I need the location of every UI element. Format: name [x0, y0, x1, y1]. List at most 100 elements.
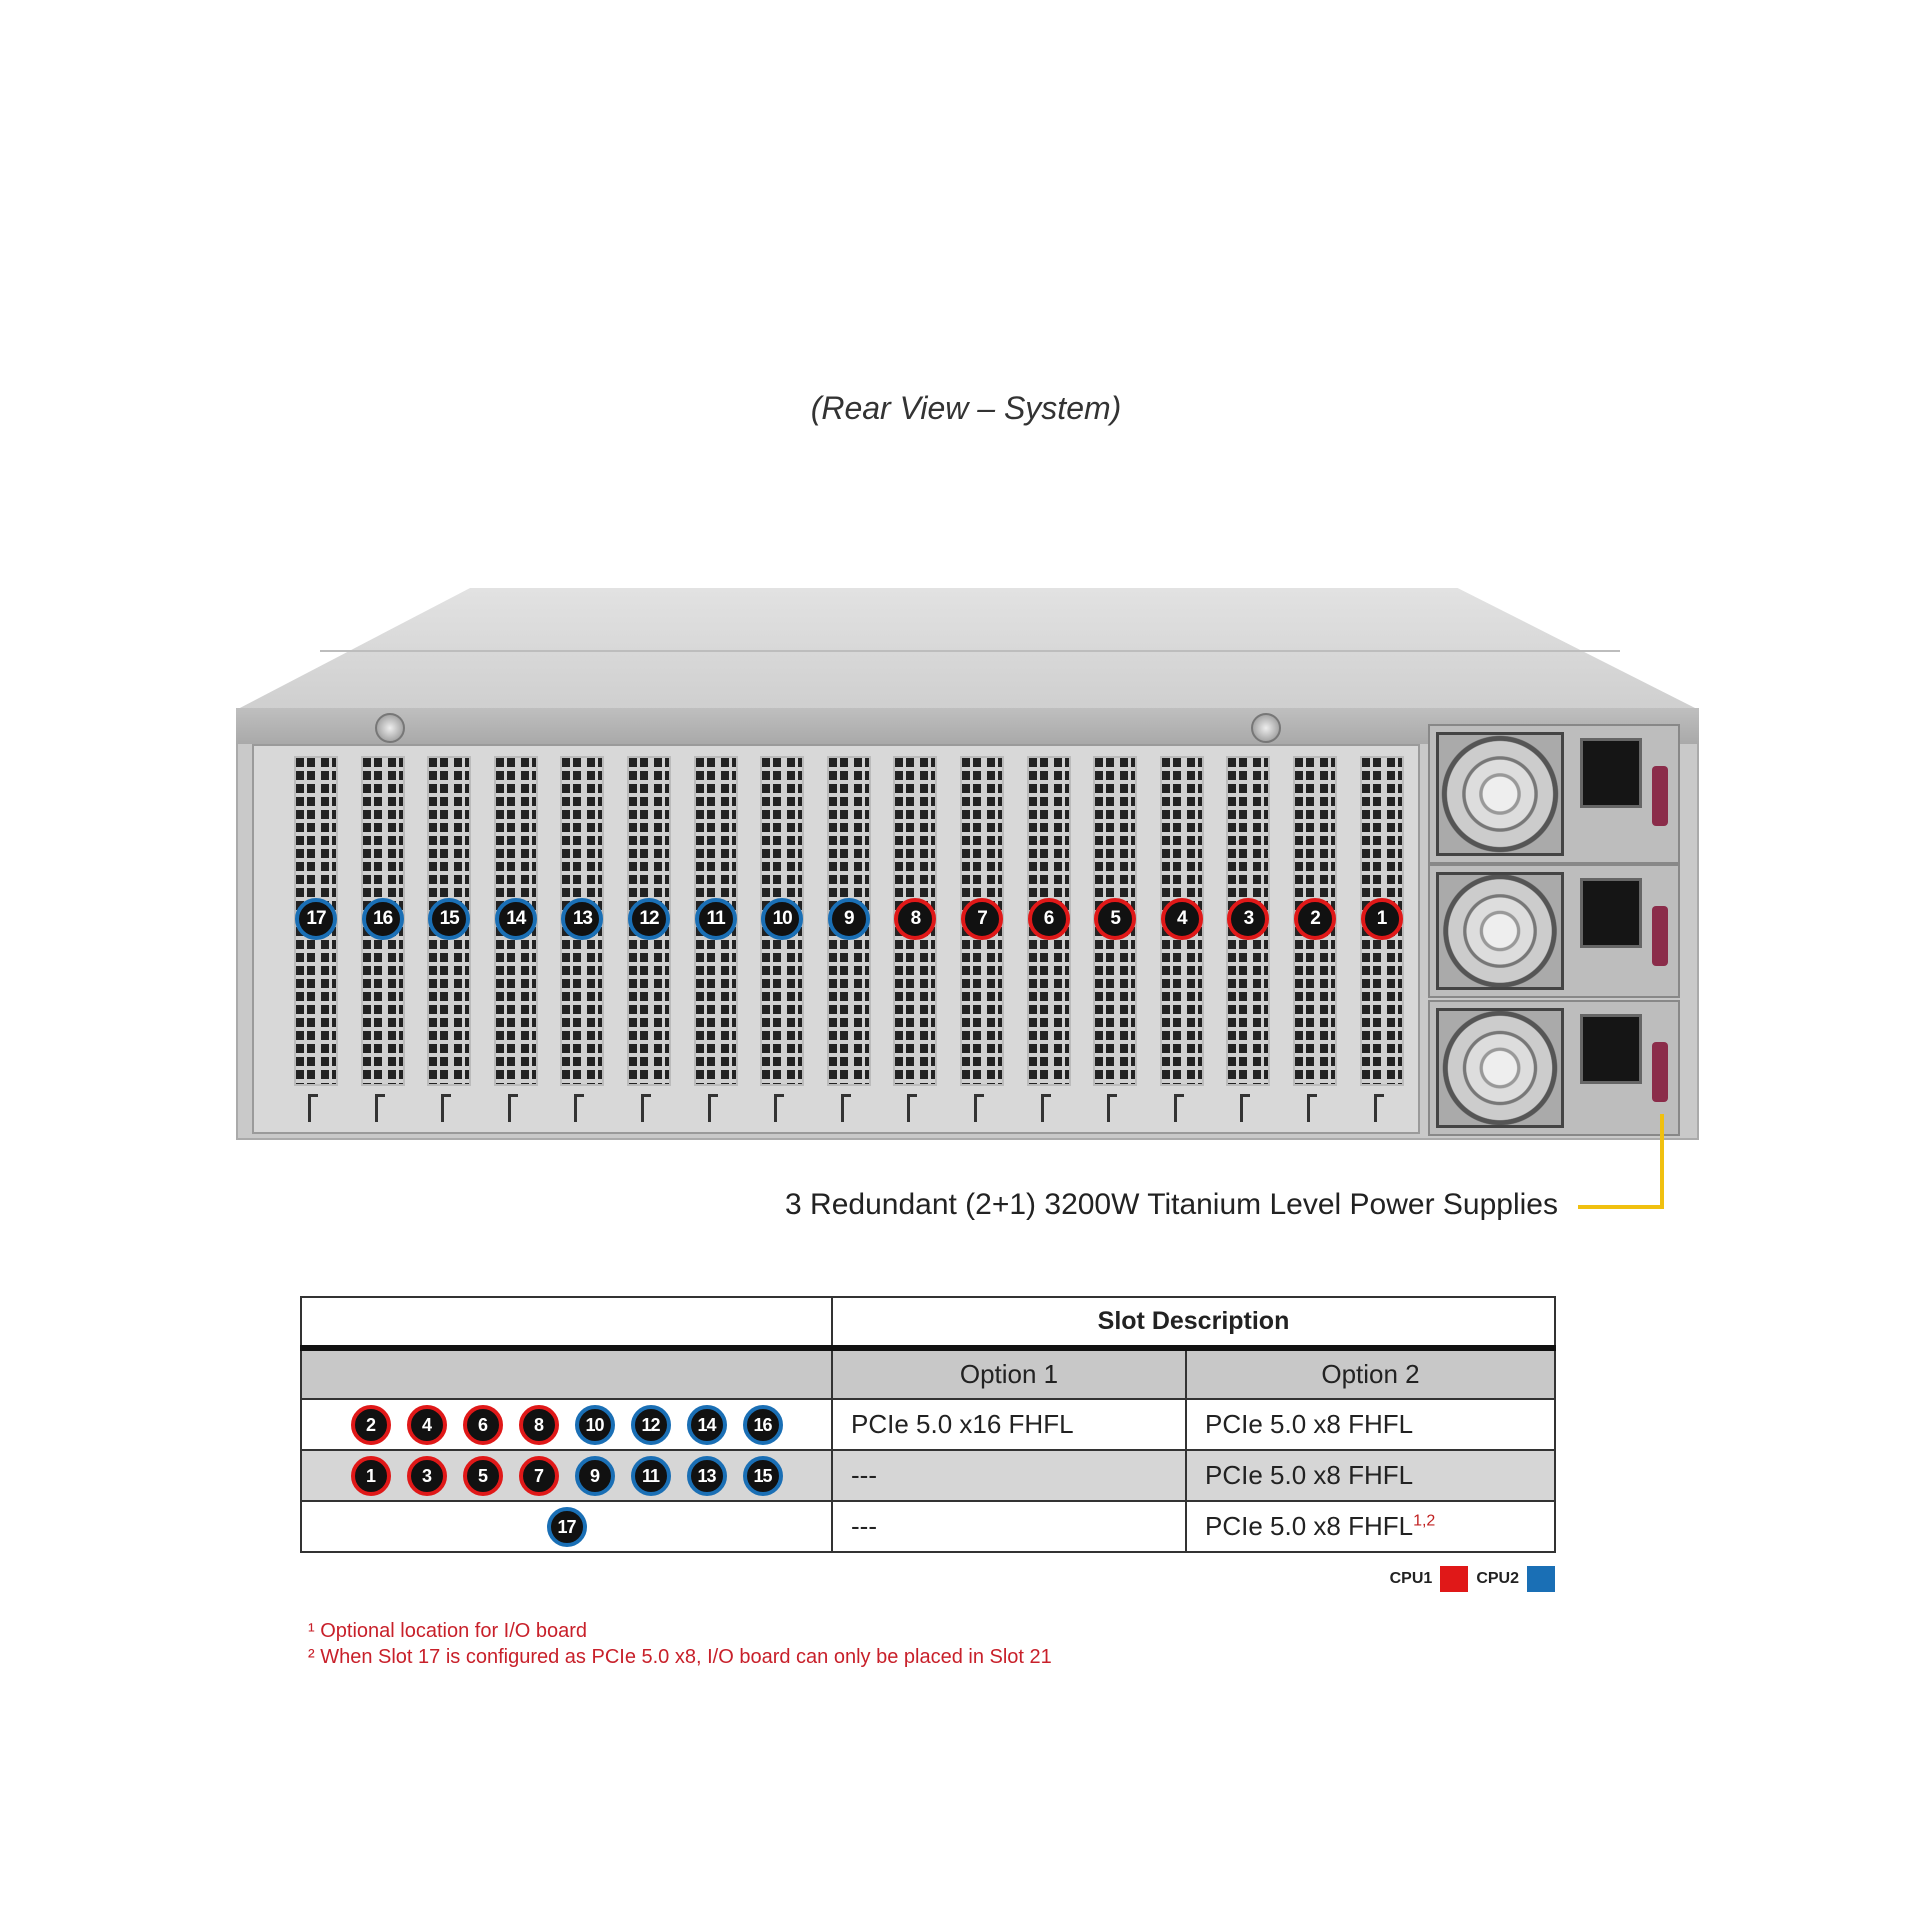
slot-badge-3: 3	[1227, 898, 1270, 940]
slot-badges-cell: 17	[300, 1500, 833, 1553]
power-supply-3[interactable]	[1428, 1000, 1680, 1136]
slot-badge-5: 5	[1094, 898, 1137, 940]
slot-badge-8: 8	[518, 1404, 559, 1445]
slot-badge-13: 13	[561, 898, 604, 940]
footnote-ref: 1,2	[1413, 1512, 1436, 1530]
psu-release-handle[interactable]	[1652, 906, 1668, 966]
slot-bracket-tab	[374, 1094, 385, 1122]
psu-release-handle[interactable]	[1652, 1042, 1668, 1102]
slot-badge-6: 6	[1027, 898, 1070, 940]
slot-bracket-tab	[774, 1094, 785, 1122]
slot-badge-2: 2	[350, 1404, 391, 1445]
slot-badge-12: 12	[630, 1404, 671, 1445]
slot-badge-10: 10	[574, 1404, 615, 1445]
slot-badge-9: 9	[827, 898, 870, 940]
legend-cpu1-swatch	[1440, 1566, 1469, 1592]
slot-bracket-tab	[1040, 1094, 1051, 1122]
table-header: Slot Description	[831, 1296, 1556, 1351]
callout-leader-line	[1660, 1114, 1664, 1209]
fan-icon	[1436, 1008, 1564, 1128]
figure-caption: (Rear View – System)	[810, 390, 1122, 426]
option2-value: PCIe 5.0 x8 FHFL	[1205, 1409, 1414, 1439]
slot-badge-15: 15	[742, 1455, 783, 1496]
option2-value: PCIe 5.0 x8 FHFL	[1205, 1511, 1414, 1541]
power-supply-2[interactable]	[1428, 864, 1680, 998]
slot-bracket-tab	[441, 1094, 452, 1122]
slot-badge-12: 12	[628, 898, 670, 940]
power-inlet	[1580, 738, 1642, 808]
fan-icon	[1436, 872, 1564, 990]
slot-bracket-tab	[1173, 1094, 1184, 1122]
slot-badge-9: 9	[574, 1455, 615, 1496]
psu-callout-label: 3 Redundant (2+1) 3200W Titanium Level P…	[785, 1188, 1558, 1221]
slot-badge-14: 14	[686, 1404, 727, 1445]
slot-badge-1: 1	[1360, 898, 1403, 940]
option2-cell: PCIe 5.0 x8 FHFL	[1185, 1398, 1556, 1451]
slot-badge-16: 16	[361, 898, 404, 940]
slot-bracket-tab	[707, 1094, 718, 1122]
slot-bracket-tab	[974, 1094, 984, 1122]
thumbscrew-icon	[375, 713, 405, 743]
slot-badge-7: 7	[961, 898, 1003, 940]
slot-bracket-tab	[507, 1094, 518, 1122]
slot-badge-2: 2	[1294, 898, 1336, 940]
chassis-lid	[236, 588, 1699, 710]
legend-cpu2-label: CPU2	[1476, 1570, 1519, 1587]
slot-bracket-tab	[1373, 1094, 1384, 1122]
psu-release-handle[interactable]	[1652, 766, 1668, 826]
option1-cell: ---	[831, 1500, 1187, 1553]
slot-badge-10: 10	[761, 898, 804, 940]
table-row: 17---PCIe 5.0 x8 FHFL1,2	[300, 1500, 1556, 1553]
callout-leader-line	[1578, 1205, 1664, 1209]
slot-badge-4: 4	[1160, 898, 1203, 940]
fan-icon	[1436, 732, 1564, 856]
slot-badge-15: 15	[428, 898, 471, 940]
option1-header: Option 1	[831, 1347, 1187, 1400]
slot-badge-17: 17	[295, 898, 337, 940]
table-corner	[300, 1296, 833, 1351]
slot-bracket-tab	[1240, 1094, 1251, 1122]
slot-badge-16: 16	[742, 1404, 783, 1445]
option2-header: Option 2	[1185, 1347, 1556, 1400]
lid-seam	[320, 650, 1620, 652]
option2-value: PCIe 5.0 x8 FHFL	[1205, 1460, 1414, 1490]
option1-cell: ---	[831, 1449, 1187, 1502]
slot-bracket-tab	[907, 1094, 918, 1122]
legend-cpu1-label: CPU1	[1389, 1570, 1433, 1587]
slot-badge-11: 11	[630, 1455, 671, 1496]
slot-badge-14: 14	[494, 898, 537, 940]
slot-badge-17: 17	[546, 1506, 587, 1547]
slot-badge-11: 11	[694, 898, 737, 940]
slot-badge-4: 4	[406, 1404, 447, 1445]
power-supply-1[interactable]	[1428, 724, 1680, 864]
option2-cell: PCIe 5.0 x8 FHFL1,2	[1185, 1500, 1556, 1553]
slot-badge-5: 5	[462, 1455, 503, 1496]
slot-bracket-tab	[1107, 1094, 1118, 1122]
slot-bracket-tab	[308, 1094, 318, 1122]
cpu-legend: CPU1 CPU2	[1390, 1566, 1555, 1592]
slot-badge-6: 6	[462, 1404, 503, 1445]
option1-cell: PCIe 5.0 x16 FHFL	[831, 1398, 1187, 1451]
power-inlet	[1580, 878, 1642, 948]
slot-bracket-tab	[574, 1094, 585, 1122]
legend-cpu2-swatch	[1527, 1566, 1555, 1592]
slot-bracket-tab	[641, 1094, 651, 1122]
slot-badge-8: 8	[894, 898, 937, 940]
slot-bracket-tab	[1307, 1094, 1317, 1122]
power-inlet	[1580, 1014, 1642, 1084]
slot-badge-7: 7	[518, 1455, 559, 1496]
slot-badge-13: 13	[686, 1455, 727, 1496]
slot-badge-1: 1	[350, 1455, 391, 1496]
footnote-2: ² When Slot 17 is configured as PCIe 5.0…	[308, 1646, 1052, 1668]
slot-badge-3: 3	[406, 1455, 447, 1496]
table-subheader-blank	[300, 1347, 833, 1400]
footnote-1: ¹ Optional location for I/O board	[308, 1620, 588, 1642]
option2-cell: PCIe 5.0 x8 FHFL	[1185, 1449, 1556, 1502]
thumbscrew-icon	[1251, 713, 1281, 743]
